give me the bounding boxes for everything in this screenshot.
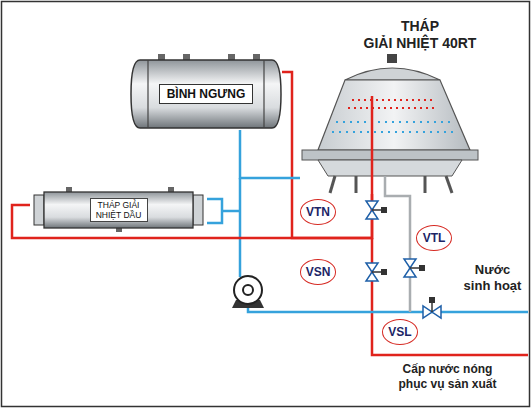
pipe-connector xyxy=(12,194,372,238)
pump-casing xyxy=(234,276,262,304)
valve-actuator xyxy=(381,207,387,213)
valve-actuator xyxy=(381,269,387,275)
valve-half xyxy=(366,210,378,219)
oil-cooler-shell xyxy=(44,192,193,228)
cooling-tower-node: THÁP GIẢI NHIỆT 40RT xyxy=(300,12,515,194)
pipe-connector xyxy=(240,130,300,178)
tower-leg xyxy=(355,176,358,193)
valve-symbol xyxy=(366,263,387,281)
fill-dots xyxy=(336,121,450,123)
valve-symbol xyxy=(404,259,425,277)
nozzle xyxy=(253,54,260,60)
flange xyxy=(34,195,44,225)
pipe-connector xyxy=(282,72,372,238)
condenser-shell xyxy=(131,60,281,128)
shell-band xyxy=(263,60,264,128)
shell-band xyxy=(147,60,148,128)
valve-symbol xyxy=(423,297,441,318)
condenser-vessel xyxy=(131,54,281,128)
water-source-label: Nước sinh hoạt xyxy=(462,262,523,294)
tower-leg xyxy=(424,176,427,193)
tower-riser xyxy=(371,96,374,194)
pump-symbol xyxy=(232,276,264,308)
nozzle xyxy=(228,54,235,60)
make-up-pipe xyxy=(385,176,410,312)
fill-dots xyxy=(332,131,454,133)
valve-tag: VTN xyxy=(300,199,336,225)
valve-tag: VSN xyxy=(300,259,337,285)
valve-tag: VTL xyxy=(416,225,452,251)
condenser-node: BÌNH NGƯNG xyxy=(130,58,282,130)
tower-dome xyxy=(345,68,440,80)
valve-tag-text: VSL xyxy=(388,325,411,339)
valve-stem xyxy=(431,303,433,312)
cold-water-pipe xyxy=(248,304,528,312)
valve-symbol xyxy=(366,201,387,219)
nozzle xyxy=(168,187,174,192)
cold-water-pipe xyxy=(222,210,240,213)
pipes xyxy=(207,176,528,355)
condenser-label: BÌNH NGƯNG xyxy=(159,84,254,104)
valve-tag: VSL xyxy=(382,319,418,345)
valve-stem xyxy=(410,267,419,269)
oil-cooler-label: THÁP GIẢI NHIỆT DẦU xyxy=(90,198,148,222)
oil-cooler-node: THÁP GIẢI NHIỆT DẦU xyxy=(30,188,207,232)
valve-tag-text: VTN xyxy=(306,205,330,219)
nozzle xyxy=(158,54,165,60)
tower-leg xyxy=(330,176,335,193)
valve-half xyxy=(366,272,378,281)
cold-water-pipe xyxy=(239,178,242,277)
tower-body xyxy=(318,80,470,150)
tower-title: THÁP GIẢI NHIỆT 40RT xyxy=(358,18,482,52)
valve-tag-text: VTL xyxy=(423,231,446,245)
valve-stem xyxy=(372,271,381,273)
tower-fan-cap xyxy=(387,54,397,63)
flange xyxy=(193,195,203,225)
tower-platform xyxy=(302,150,478,160)
nozzle xyxy=(183,54,190,60)
nozzle xyxy=(66,187,72,192)
spray-dots xyxy=(352,99,434,101)
valve-half xyxy=(432,306,441,318)
valve-actuator xyxy=(429,297,435,303)
tower-basin xyxy=(318,160,462,176)
cold-water-pipe xyxy=(207,199,222,223)
spray-dots xyxy=(348,107,438,109)
valve-stem xyxy=(372,209,381,211)
line-spacer xyxy=(358,18,391,35)
valve-half xyxy=(404,268,416,277)
line-spacer xyxy=(449,18,482,35)
hot-water-pipe xyxy=(372,238,528,355)
cooling-tower xyxy=(302,54,478,194)
outlet-label: Cấp nước nóng phục vụ sản xuất xyxy=(395,362,500,392)
valve-tag-text: VSN xyxy=(306,265,331,279)
pump-impeller xyxy=(243,285,253,295)
tower-leg xyxy=(446,176,452,193)
oil-cooler-vessel xyxy=(34,187,203,232)
valve-actuator xyxy=(419,265,425,271)
